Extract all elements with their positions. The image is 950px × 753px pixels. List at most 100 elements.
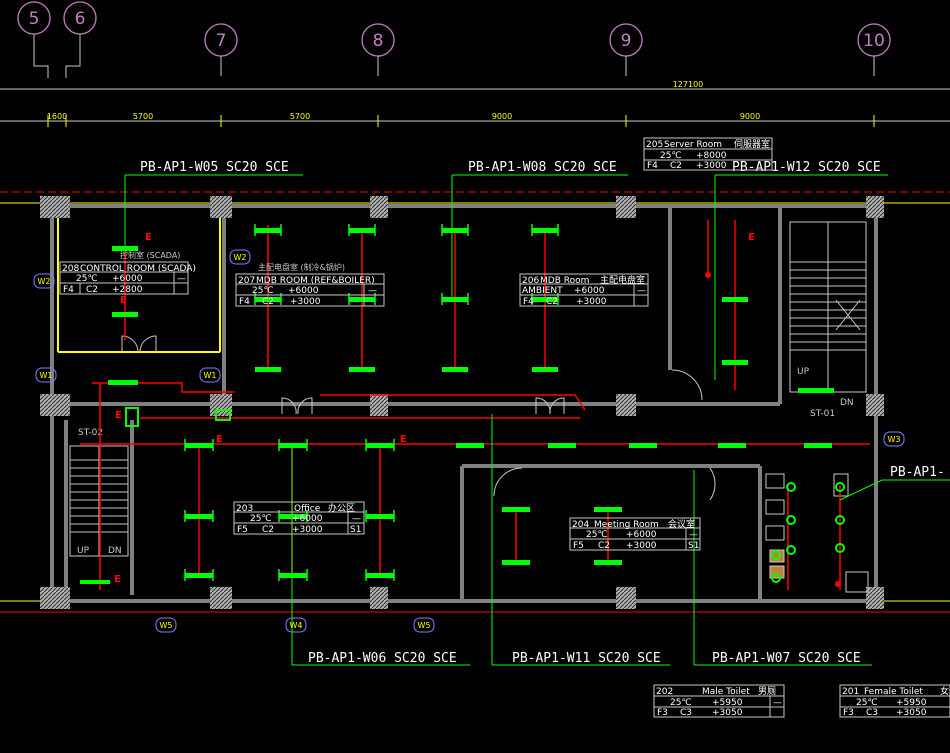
room-208-name: CONTROL ROOM (SCADA)	[80, 264, 196, 274]
room-202-lvl: +5950	[712, 698, 743, 708]
room-205-lvl: +8000	[696, 151, 727, 161]
toilet-fixtures	[765, 473, 869, 593]
emergency-marker: E	[120, 295, 127, 306]
wall-tag-w5: W5	[418, 621, 431, 630]
room-203-no: 203	[236, 504, 253, 514]
room-202-temp: 25℃	[670, 698, 692, 708]
room-208-floor: F4	[63, 285, 74, 295]
room-208-cn: 控制室 (SCADA)	[120, 250, 180, 260]
stair-label-st01: ST-01	[810, 409, 835, 419]
wall-tag-w2: W2	[38, 277, 51, 286]
circuit-label-right: PB-AP1-	[890, 465, 945, 480]
wall-tag-w3: W3	[888, 435, 901, 444]
room-204-no: 204	[572, 520, 589, 530]
dim-2: 5700	[133, 112, 153, 121]
room-206-c: C2	[546, 297, 558, 307]
wall-tag-w1: W1	[40, 371, 53, 380]
room-208-h: +2800	[112, 285, 143, 295]
dim-3: 5700	[290, 112, 310, 121]
room-203-cn: 办公区	[328, 502, 355, 514]
room-203-x: —	[352, 514, 361, 524]
exit-sign	[125, 407, 231, 427]
emergency-marker: E	[400, 434, 407, 445]
dim-4: 9000	[492, 112, 512, 121]
room-207-no: 207	[238, 276, 255, 286]
axis-label-6: 6	[75, 9, 86, 29]
axis-label-5: 5	[29, 9, 40, 29]
room-204-x: —	[689, 530, 698, 540]
room-205-c: C2	[670, 161, 682, 171]
room-tag-204: 204 Meeting Room 会议室 25℃ +6000 — F5 C2 +…	[569, 517, 701, 551]
room-207-h: +3000	[290, 297, 321, 307]
emergency-marker: E	[145, 232, 152, 243]
axis-label-9: 9	[621, 31, 632, 51]
room-205-cn: 伺服器室	[734, 138, 770, 150]
room-204-name: Meeting Room	[594, 520, 659, 530]
wall-tag-w1: W1	[204, 371, 217, 380]
room-202-x: —	[773, 698, 782, 708]
fixture-caps	[184, 224, 559, 581]
room-206-name: MDB Room	[540, 276, 589, 286]
room-207-floor: F4	[239, 297, 250, 307]
room-206-no: 206	[522, 276, 539, 286]
room-207-name: MDB ROOM (REF&BOILER)	[256, 276, 375, 286]
room-201-cn: 女	[940, 685, 949, 697]
room-201-name: Female Toilet	[864, 687, 923, 697]
emergency-marker: E	[216, 434, 223, 445]
room-204-cn: 会议室	[668, 518, 695, 530]
axis-label-7: 7	[216, 31, 227, 51]
dimension-lines	[0, 88, 950, 127]
room-201-c: C3	[866, 708, 878, 718]
room-206-temp: AMBIENT	[522, 286, 563, 296]
room-206-h: +3000	[576, 297, 607, 307]
room-205-name: Server Room	[664, 140, 722, 150]
wall-tag-w4: W4	[290, 621, 303, 630]
room-201-floor: F3	[843, 708, 854, 718]
room-202-c: C3	[680, 708, 692, 718]
room-208-lvl: +6000	[112, 274, 143, 284]
stair-dn-2: DN	[108, 546, 122, 556]
toilet-lights	[771, 482, 845, 583]
room-204-c: C2	[598, 541, 610, 551]
room-202-no: 202	[656, 687, 673, 697]
circuit-label-w11: PB-AP1-W11 SC20 SCE	[512, 651, 661, 666]
dim-total: 127100	[673, 80, 704, 89]
dim-1: 1600	[47, 112, 67, 121]
room-205-floor: F4	[647, 161, 658, 171]
circuit-label-w05: PB-AP1-W05 SC20 SCE	[140, 160, 289, 175]
room-207-x: —	[368, 286, 377, 296]
room-202-name: Male Toilet	[702, 687, 750, 697]
wall-tag-w2: W2	[234, 253, 247, 262]
light-fixtures	[80, 228, 834, 584]
room-205-h: +3000	[696, 161, 727, 171]
room-205-temp: 25℃	[660, 151, 682, 161]
room-205-no: 205	[646, 140, 663, 150]
room-tag-202: 202 Male Toilet 男厕 25℃ +5950 — F3 C3 +30…	[653, 684, 785, 718]
room-208-c: C2	[86, 285, 98, 295]
room-203-temp: 25℃	[250, 514, 272, 524]
stair-label-st02: ST-02	[78, 428, 103, 438]
doors	[121, 335, 716, 501]
room-204-temp: 25℃	[586, 530, 608, 540]
room-202-h: +3050	[712, 708, 743, 718]
room-tag-201: 201 Female Toilet 女 25℃ +5950 F3 C3 +305…	[839, 684, 950, 718]
room-206-lvl: +6000	[574, 286, 605, 296]
stair-st01	[789, 221, 867, 393]
room-207-lvl: +6000	[288, 286, 319, 296]
room-203-name: Office	[294, 504, 321, 514]
circuit-leaders	[124, 174, 950, 666]
emergency-marker: E	[748, 232, 755, 243]
axis-bubbles	[17, 1, 891, 57]
room-201-h: +3050	[896, 708, 927, 718]
stair-dn-1: DN	[840, 398, 854, 408]
stair-up-1: UP	[797, 367, 810, 377]
emergency-marker: E	[114, 574, 121, 585]
room-tag-207: 主配电盘室 (制冷&锅炉) 207 MDB ROOM (REF&BOILER) …	[235, 262, 385, 307]
room-203-lvl: +6000	[292, 514, 323, 524]
structural-columns	[40, 196, 884, 609]
room-208-temp: 25℃	[76, 274, 98, 284]
room-201-no: 201	[842, 687, 859, 697]
room-tag-206: 206 MDB Room 主配电盘室 AMBIENT +6000 — F4 C2…	[519, 273, 649, 307]
room-201-lvl: +5950	[896, 698, 927, 708]
